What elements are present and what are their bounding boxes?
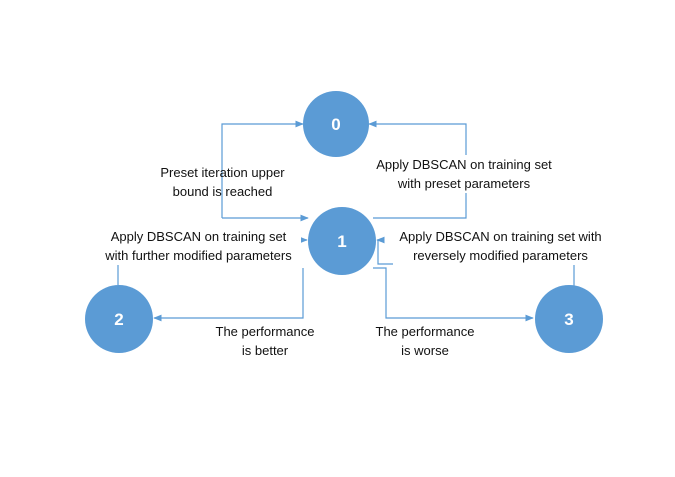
edge-label-line: reversely modified parameters	[413, 248, 588, 263]
edge-label-worse: The performance is worse	[368, 322, 482, 360]
edge-label-line: Apply DBSCAN on training set	[110, 229, 287, 244]
edge-label-line: with further modified parameters	[105, 248, 292, 263]
node-3: 3	[535, 285, 603, 353]
edge-label-line: is better	[241, 343, 289, 358]
edge-label-line: Apply DBSCAN on training set with	[399, 229, 602, 244]
node-1: 1	[308, 207, 376, 275]
node-0-label: 0	[331, 115, 340, 134]
edge-label-line: with preset parameters	[397, 176, 531, 191]
node-1-label: 1	[337, 232, 346, 251]
node-2: 2	[85, 285, 153, 353]
node-0: 0	[303, 91, 369, 157]
edge-label-further-modified: Apply DBSCAN on training set with furthe…	[96, 227, 301, 265]
edge-label-upper-bound: Preset iteration upper bound is reached	[150, 163, 295, 201]
edge-label-line: Apply DBSCAN on training set	[376, 157, 552, 172]
edge-label-line: Preset iteration upper	[160, 165, 285, 180]
edge-label-line: bound is reached	[172, 184, 273, 199]
edge-1-to-3	[373, 267, 534, 322]
edge-label-reversely-modified: Apply DBSCAN on training set with revers…	[393, 227, 608, 265]
edge-label-preset-params: Apply DBSCAN on training set with preset…	[370, 155, 558, 193]
node-2-label: 2	[114, 310, 123, 329]
edge-1-to-0	[221, 120, 304, 218]
edge-3-to-1	[376, 236, 575, 286]
node-3-label: 3	[564, 310, 573, 329]
edge-label-line: The performance	[375, 324, 475, 339]
edge-label-better: The performance is better	[208, 322, 322, 360]
edge-1-to-2	[153, 268, 304, 322]
edge-label-line: is worse	[401, 343, 449, 358]
edge-label-line: The performance	[215, 324, 315, 339]
